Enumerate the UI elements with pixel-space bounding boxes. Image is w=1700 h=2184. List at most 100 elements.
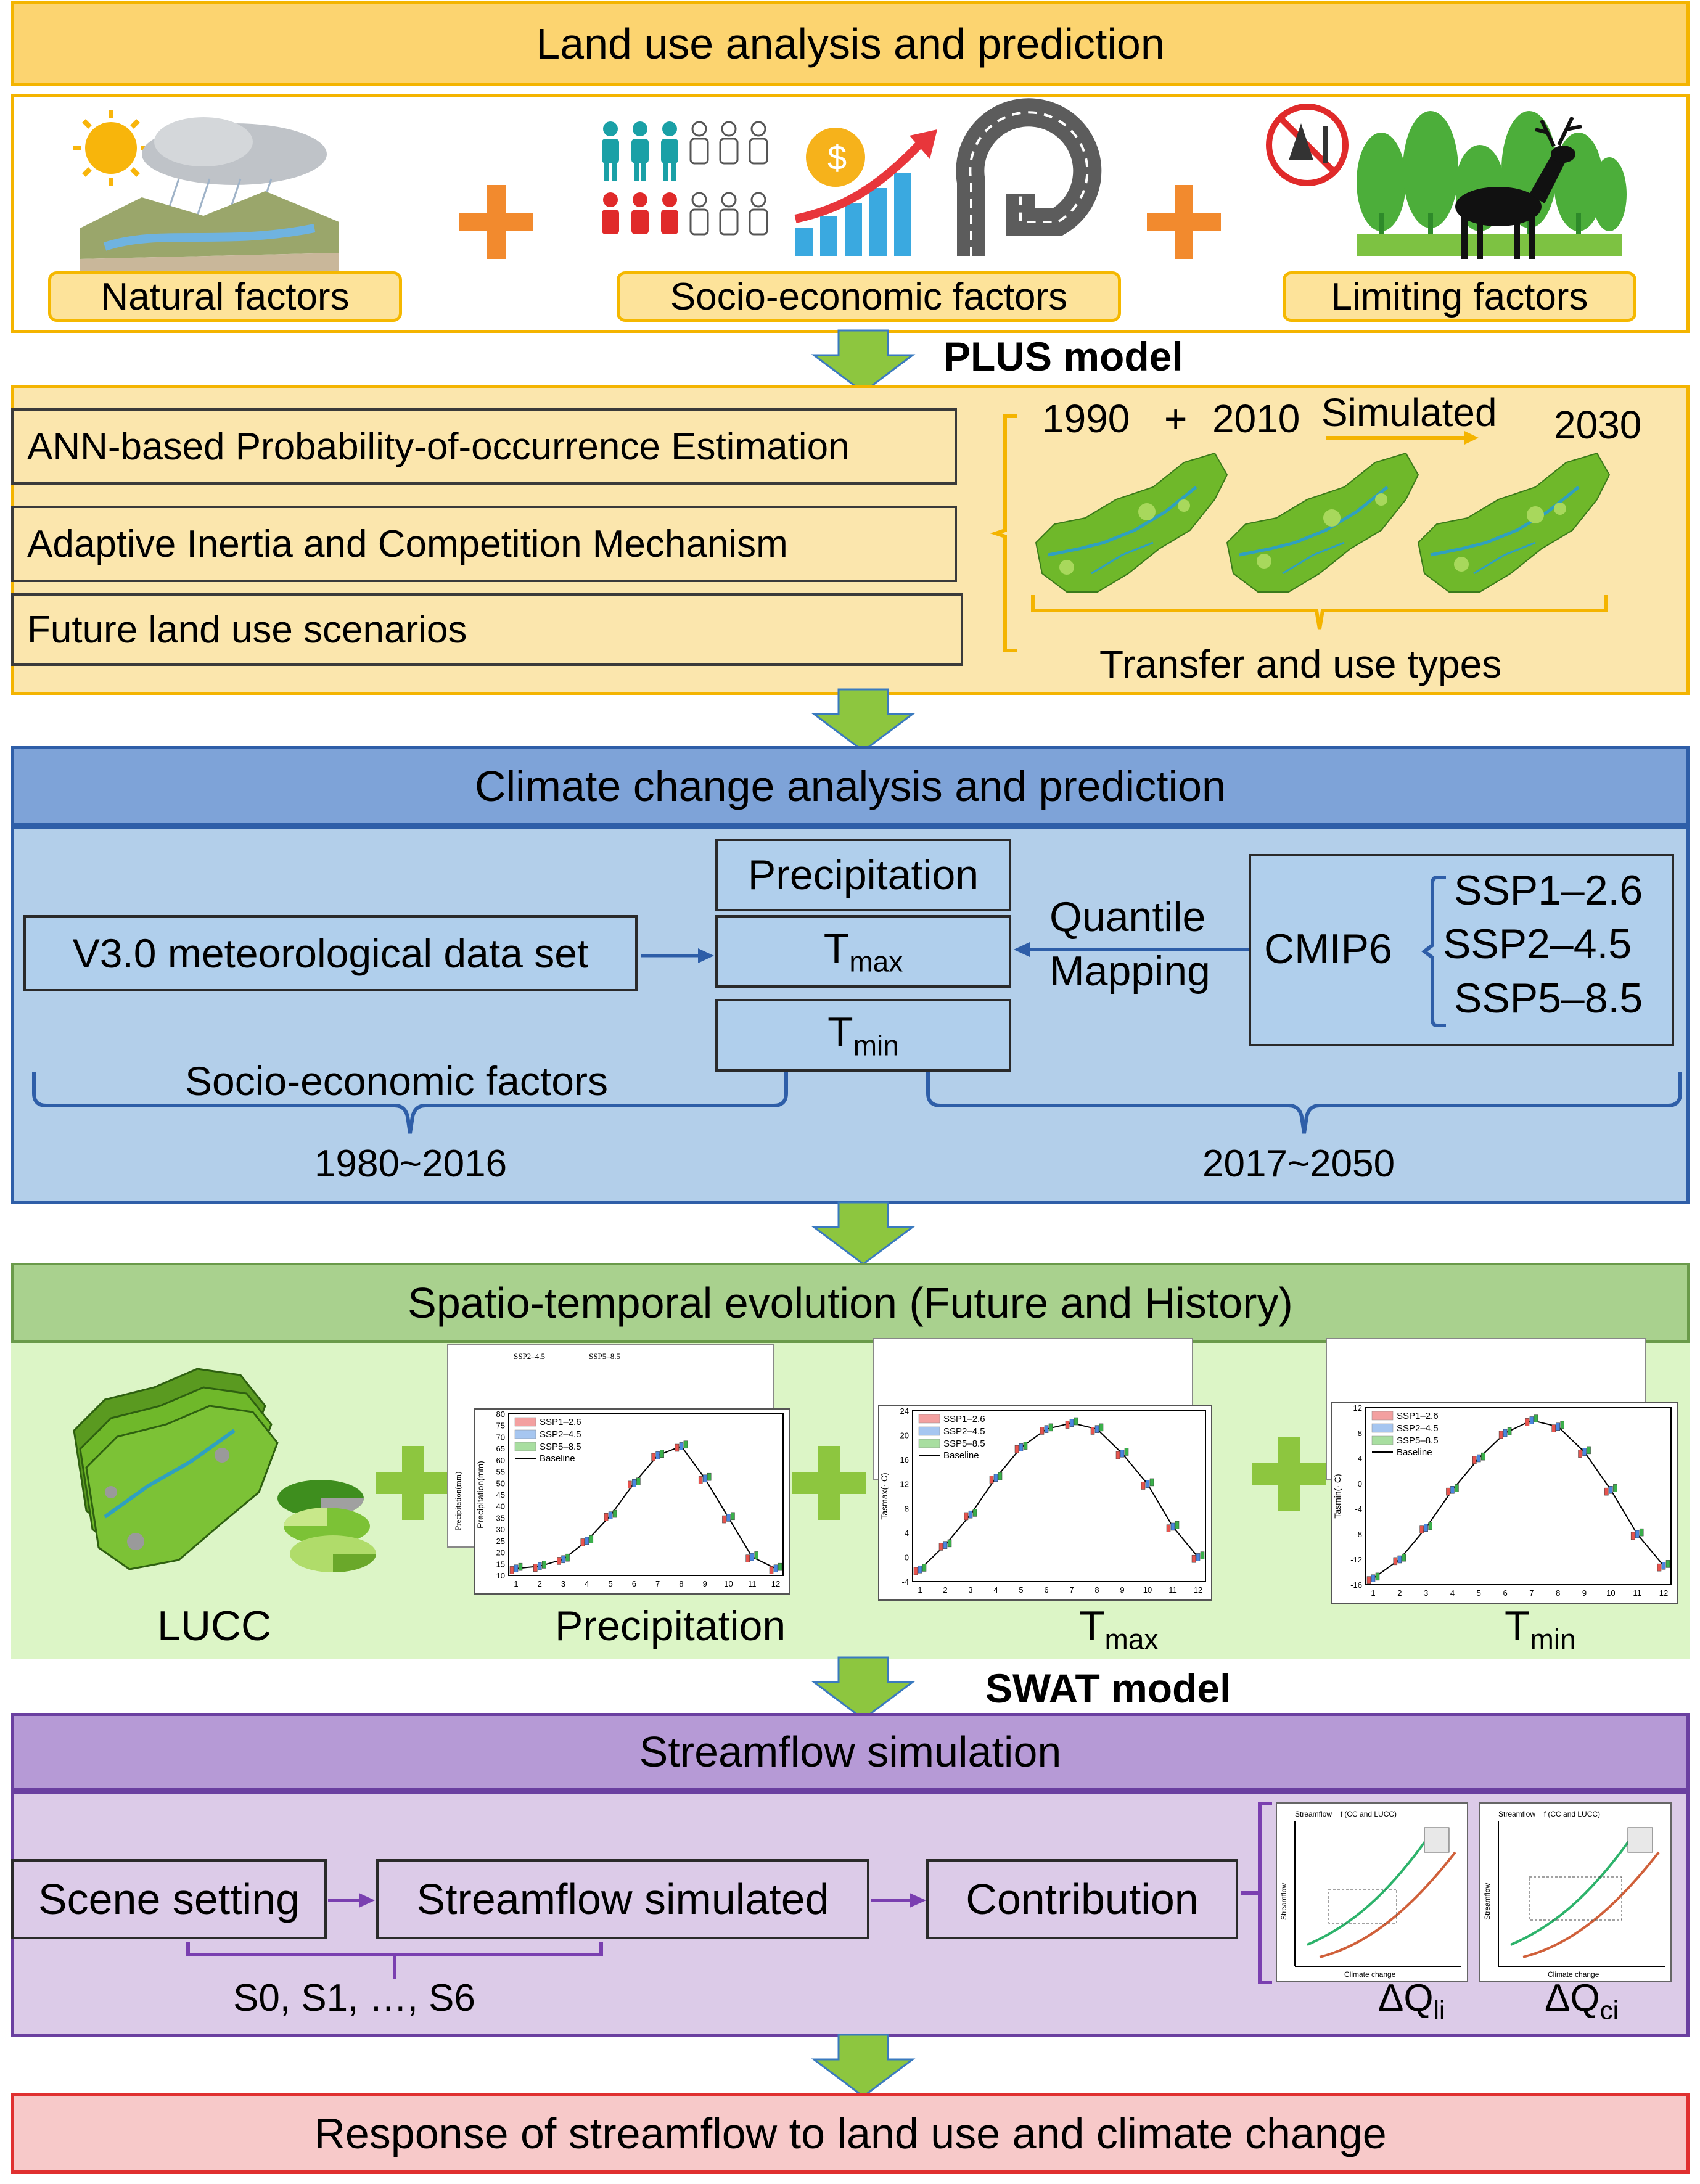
- precip-xtick-1: 2: [538, 1579, 542, 1588]
- precip-box-m3-s1: [561, 1555, 565, 1564]
- tmax-legend-swatch-0: [918, 1414, 940, 1424]
- tmax-box-m6-s1: [1044, 1425, 1049, 1433]
- tmin-box-m7-s2: [1534, 1414, 1538, 1422]
- precip-box-m9-s1: [702, 1474, 707, 1483]
- tmin-ytick-3: -4: [1355, 1505, 1362, 1514]
- precip-ylabel: Precipitation(mm): [475, 1461, 485, 1529]
- cmip6-label: CMIP6: [1264, 926, 1392, 972]
- plus-icon: [459, 185, 533, 259]
- tmin-box-m1-s2: [1375, 1572, 1380, 1581]
- transfer-bracket: [1031, 595, 1608, 630]
- tmin-plot-area: [1365, 1407, 1672, 1585]
- precip-box-m3-s2: [565, 1553, 570, 1562]
- tmax-ylabel: Tasmax(· C): [879, 1472, 889, 1519]
- tmax-xtick-2: 3: [968, 1585, 972, 1595]
- precip-xtick-7: 8: [679, 1579, 683, 1588]
- tmax-legend-swatch-2: [918, 1439, 940, 1448]
- precip-box-m8-s2: [683, 1440, 688, 1449]
- tmin-box-m9-s0: [1578, 1450, 1582, 1458]
- tmax-box-m5-s0: [1014, 1445, 1019, 1453]
- tmax-legend-label-0: SSP1–2.6: [943, 1414, 985, 1424]
- precip-xtick-2: 3: [561, 1579, 565, 1588]
- left-bracket: [990, 414, 1017, 652]
- tmax-box-m3-s2: [972, 1509, 977, 1517]
- tmax-box-m6-s0: [1040, 1427, 1045, 1435]
- down-arrow-2: [811, 688, 916, 752]
- precip-box-m6-s1: [632, 1479, 636, 1487]
- tmin-box-m1-s0: [1366, 1576, 1371, 1584]
- tmax-xtick-4: 5: [1019, 1585, 1023, 1595]
- tmin-box-m8-s2: [1560, 1421, 1564, 1429]
- tmax-xtick-3: 4: [993, 1585, 998, 1595]
- tmin-legend-swatch-1: [1371, 1423, 1394, 1433]
- precip-xtick-4: 5: [608, 1579, 612, 1588]
- ssp585-label: SSP5–8.5: [1454, 975, 1643, 1022]
- tmin-box-m3-s1: [1424, 1524, 1428, 1532]
- natural-factors-label: Natural factors: [101, 275, 350, 318]
- precip-legend-baseline-label: Baseline: [540, 1453, 575, 1464]
- dataset-to-tmax-arrow: [641, 948, 714, 963]
- tmax-plot-area: [912, 1410, 1206, 1582]
- down-arrow-5: [811, 2034, 916, 2098]
- tmin-ylabel: Tasmin(· C): [1332, 1474, 1342, 1518]
- precip-frame: [474, 1408, 790, 1595]
- ssp-bracket: [1421, 876, 1446, 1027]
- tmin-box-m4-s1: [1450, 1486, 1455, 1494]
- contribution-box: Contribution: [926, 1859, 1238, 1939]
- adaptive-inertia-box: Adaptive Inertia and Competition Mechani…: [11, 506, 957, 582]
- economic-growth-icon: $: [794, 128, 937, 256]
- ssp126-label: SSP1–2.6: [1454, 867, 1643, 914]
- tmin-box-m5-s1: [1477, 1454, 1481, 1463]
- mini-chart-1-xlabel: Climate change: [1344, 1970, 1396, 1979]
- tmin-xtick-4: 5: [1477, 1588, 1481, 1598]
- ann-estimation-box: ANN-based Probability-of-occurrence Esti…: [11, 408, 957, 485]
- tmin-box-m10-s1: [1609, 1486, 1613, 1494]
- tmax-box-m5-s2: [1023, 1442, 1028, 1450]
- precip-ytick-14: 80: [496, 1410, 505, 1419]
- precip-box-m11-s1: [750, 1553, 754, 1561]
- tmin-legend-baseline-label: Baseline: [1397, 1447, 1432, 1458]
- precip-legend-label-2: SSP5–8.5: [540, 1442, 581, 1452]
- streamflow-header: Streamflow simulation: [11, 1713, 1690, 1791]
- tmax-box-m6-s2: [1048, 1423, 1053, 1432]
- climate-landscape-icon: [73, 110, 339, 271]
- tmax-box-m5-s1: [1019, 1443, 1024, 1451]
- tmax-box: Tmax: [715, 915, 1011, 988]
- tmax-box-m7-s1: [1069, 1419, 1074, 1427]
- precip-box-m11-s2: [754, 1551, 758, 1559]
- tmin-legend-label-0: SSP1–2.6: [1397, 1411, 1439, 1421]
- tmax-box-m2-s1: [943, 1541, 948, 1549]
- precip-box-m2-s0: [533, 1564, 538, 1572]
- tmax-box-m10-s2: [1149, 1478, 1154, 1487]
- down-arrow-1: [811, 329, 916, 393]
- tmax-box-m10-s1: [1145, 1480, 1150, 1488]
- green-plus-3: [1252, 1437, 1326, 1511]
- tmax-label: Tmax: [823, 925, 903, 978]
- watershed-map-2030: [1417, 452, 1611, 593]
- precip-legend-swatch-0: [514, 1417, 536, 1427]
- tmin-box-m3-s0: [1419, 1525, 1424, 1533]
- tmax-box-m1-s0: [913, 1567, 918, 1575]
- tmin-box-m11-s0: [1630, 1532, 1635, 1540]
- tmin-xtick-5: 6: [1503, 1588, 1507, 1598]
- tmin-xtick-8: 9: [1582, 1588, 1587, 1598]
- tmin-box-m2-s1: [1397, 1555, 1402, 1564]
- tmin-legend-label-1: SSP2–4.5: [1397, 1423, 1439, 1434]
- precip-xtick-11: 12: [771, 1579, 780, 1588]
- mini-chart-2-title: Streamflow = f (CC and LUCC): [1498, 1810, 1600, 1818]
- precip-back-legend-ssp585: SSP5–8.5: [589, 1352, 620, 1361]
- tmin-box: Tmin: [715, 999, 1011, 1072]
- tmax-box-m4-s1: [993, 1474, 998, 1482]
- precip-box-m4-s2: [589, 1535, 594, 1543]
- scenes-bracket: [186, 1942, 603, 1979]
- socio-economic-factors-tag: Socio-economic factors: [617, 271, 1121, 322]
- tmax-legend-baseline-label: Baseline: [943, 1450, 979, 1461]
- tmax-xtick-5: 6: [1044, 1585, 1048, 1595]
- precip-legend-swatch-1: [514, 1429, 536, 1439]
- mini-chart-1-title: Streamflow = f (CC and LUCC): [1295, 1810, 1397, 1818]
- streamflow-title: Streamflow simulation: [639, 1728, 1062, 1776]
- plus-sign: +: [1164, 396, 1188, 441]
- mini-chart-2-xlabel: Climate change: [1548, 1970, 1599, 1979]
- plus-icon-2: [1147, 185, 1221, 259]
